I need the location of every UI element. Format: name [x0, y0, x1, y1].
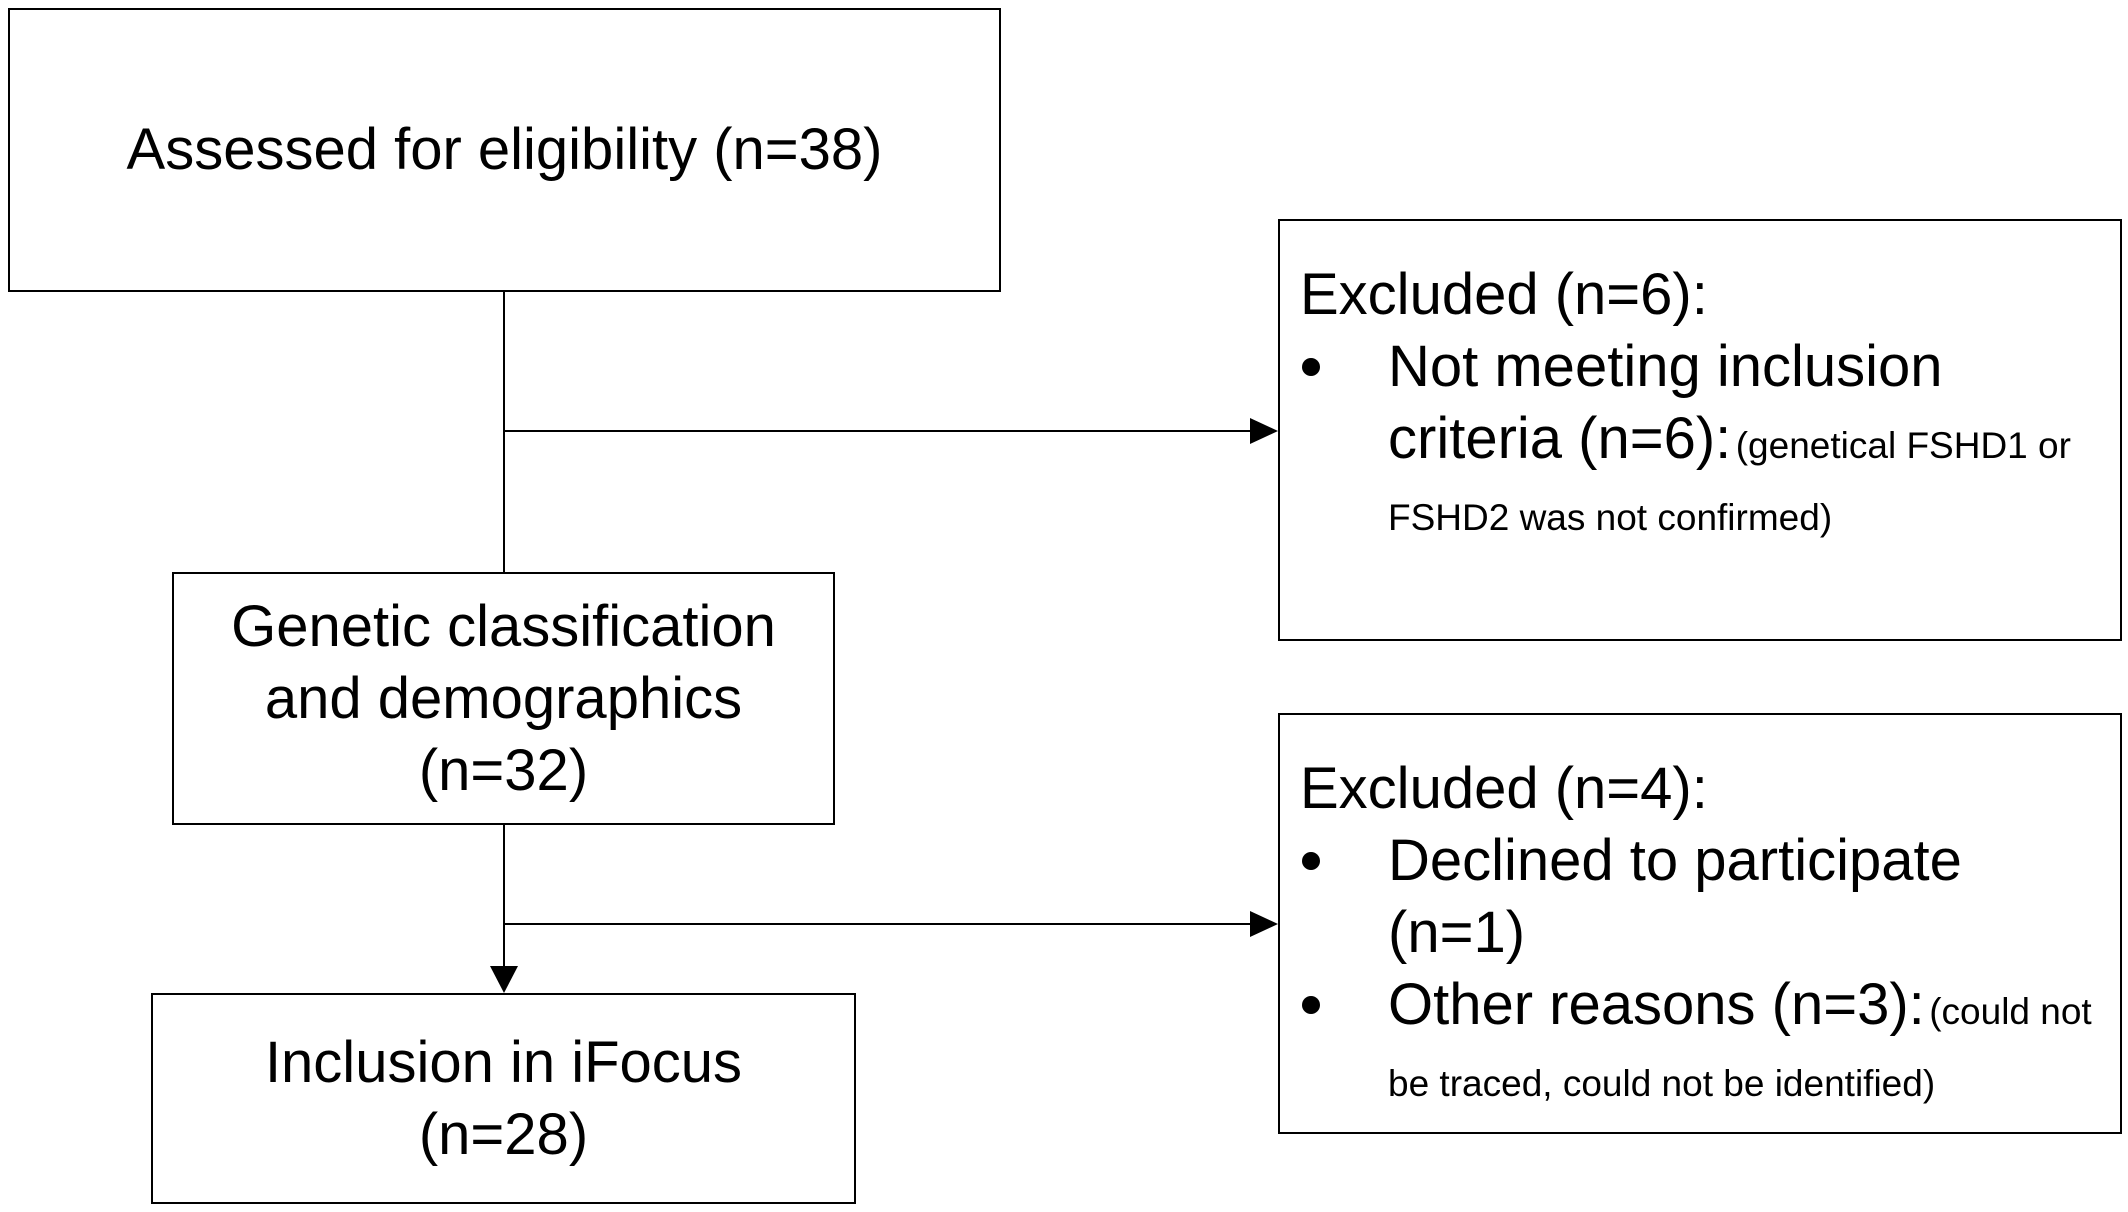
- arrowhead-excluded-second: [1250, 911, 1278, 937]
- list-item: Declined to participate (n=1): [1300, 825, 2110, 969]
- list-item: Not meeting inclusion criteria (n=6): (g…: [1300, 331, 2110, 554]
- excluded-reason-main: Declined to participate (n=1): [1388, 828, 1962, 965]
- inclusion-line-1: Inclusion in iFocus: [264, 1029, 743, 1095]
- excluded-second-box: Excluded (n=4): Declined to participate …: [1278, 713, 2122, 1134]
- genetic-line-1: Genetic classification: [231, 593, 776, 659]
- inclusion-line-2: (n=28): [418, 1101, 589, 1167]
- excluded-first-list: Not meeting inclusion criteria (n=6): (g…: [1300, 331, 2110, 554]
- excluded-second-list: Declined to participate (n=1) Other reas…: [1300, 825, 2110, 1128]
- excluded-reason-main: Not meeting inclusion criteria (n=6):: [1388, 334, 1943, 471]
- bullet-icon: [1302, 996, 1320, 1014]
- excluded-reason-main: Other reasons (n=3):: [1388, 972, 1925, 1037]
- genetic-line-2: and demographics: [264, 665, 743, 731]
- genetic-line-3: (n=32): [418, 737, 589, 803]
- arrowhead-excluded-first: [1250, 418, 1278, 444]
- bullet-icon: [1302, 358, 1320, 376]
- excluded-first-box: Excluded (n=6): Not meeting inclusion cr…: [1278, 219, 2122, 641]
- genetic-box: Genetic classification and demographics …: [172, 572, 835, 825]
- excluded-reason-detail: (could not be traced, could not be ident…: [1388, 991, 2092, 1104]
- excluded-second-title: Excluded (n=4):: [1300, 756, 1708, 821]
- list-item: Other reasons (n=3): (could not be trace…: [1300, 969, 2110, 1128]
- bullet-icon: [1302, 852, 1320, 870]
- excluded-reason-detail: (genetical FSHD1 or FSHD2 was not confir…: [1388, 425, 2071, 538]
- excluded-first-title: Excluded (n=6):: [1300, 262, 1708, 327]
- assessed-box: Assessed for eligibility (n=38): [8, 8, 1001, 292]
- assessed-label: Assessed for eligibility (n=38): [126, 117, 883, 182]
- arrowhead-inclusion: [490, 966, 518, 993]
- inclusion-box: Inclusion in iFocus (n=28): [151, 993, 856, 1204]
